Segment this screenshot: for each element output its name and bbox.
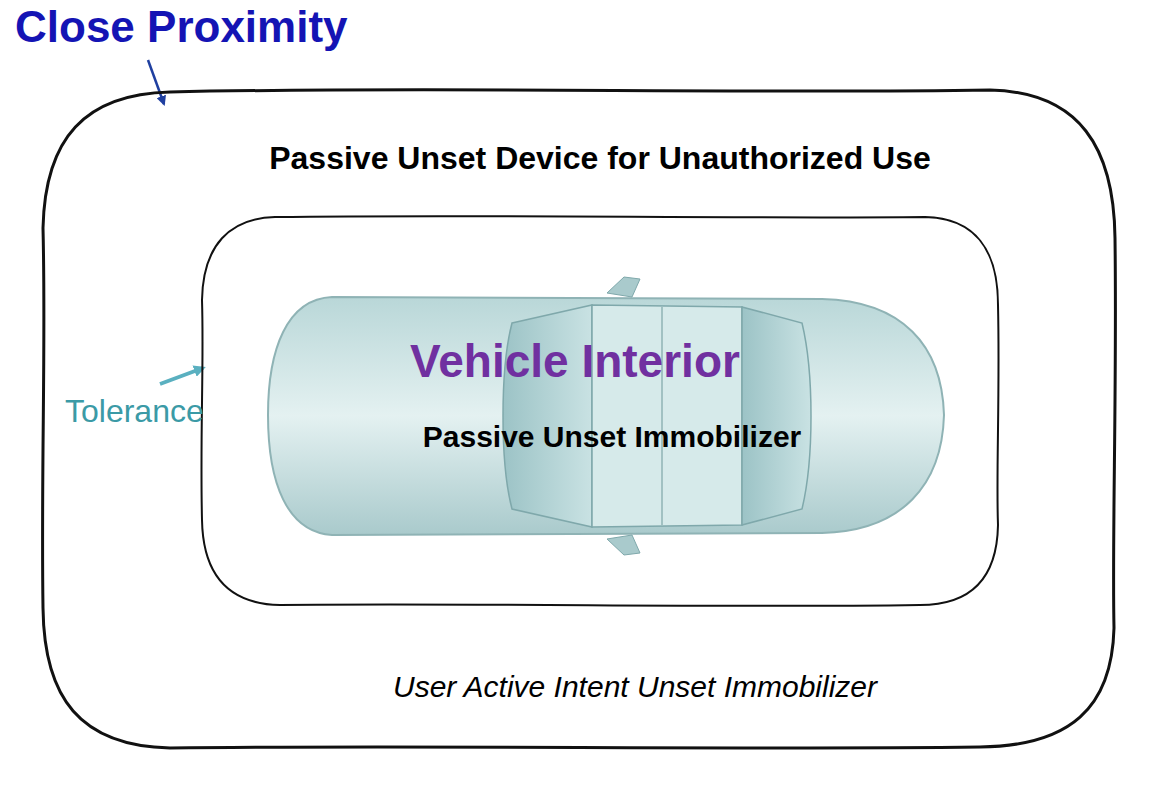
region-label: Passive Unset Device for Unauthorized Us…	[269, 140, 931, 177]
tolerance-leader	[160, 368, 203, 384]
interior-heading: Vehicle Interior	[410, 335, 740, 388]
region-heading: Close Proximity	[15, 2, 348, 53]
close-proximity-region: Close ProximityPassive Unset Device for …	[40, 88, 1118, 750]
interior-label: Passive Unset Immobilizer	[423, 420, 802, 455]
vehicle-interior: Vehicle InteriorPassive Unset Immobilize…	[262, 283, 947, 548]
tolerance-region: ToleranceVehicle InteriorPassive Unset I…	[200, 215, 1000, 607]
vehicle-interior-outline	[262, 283, 947, 548]
close-proximity-leader	[148, 60, 164, 104]
region-label: User Active Intent Unset Immobilizer	[393, 670, 877, 705]
tolerance-label: Tolerance	[65, 393, 204, 430]
